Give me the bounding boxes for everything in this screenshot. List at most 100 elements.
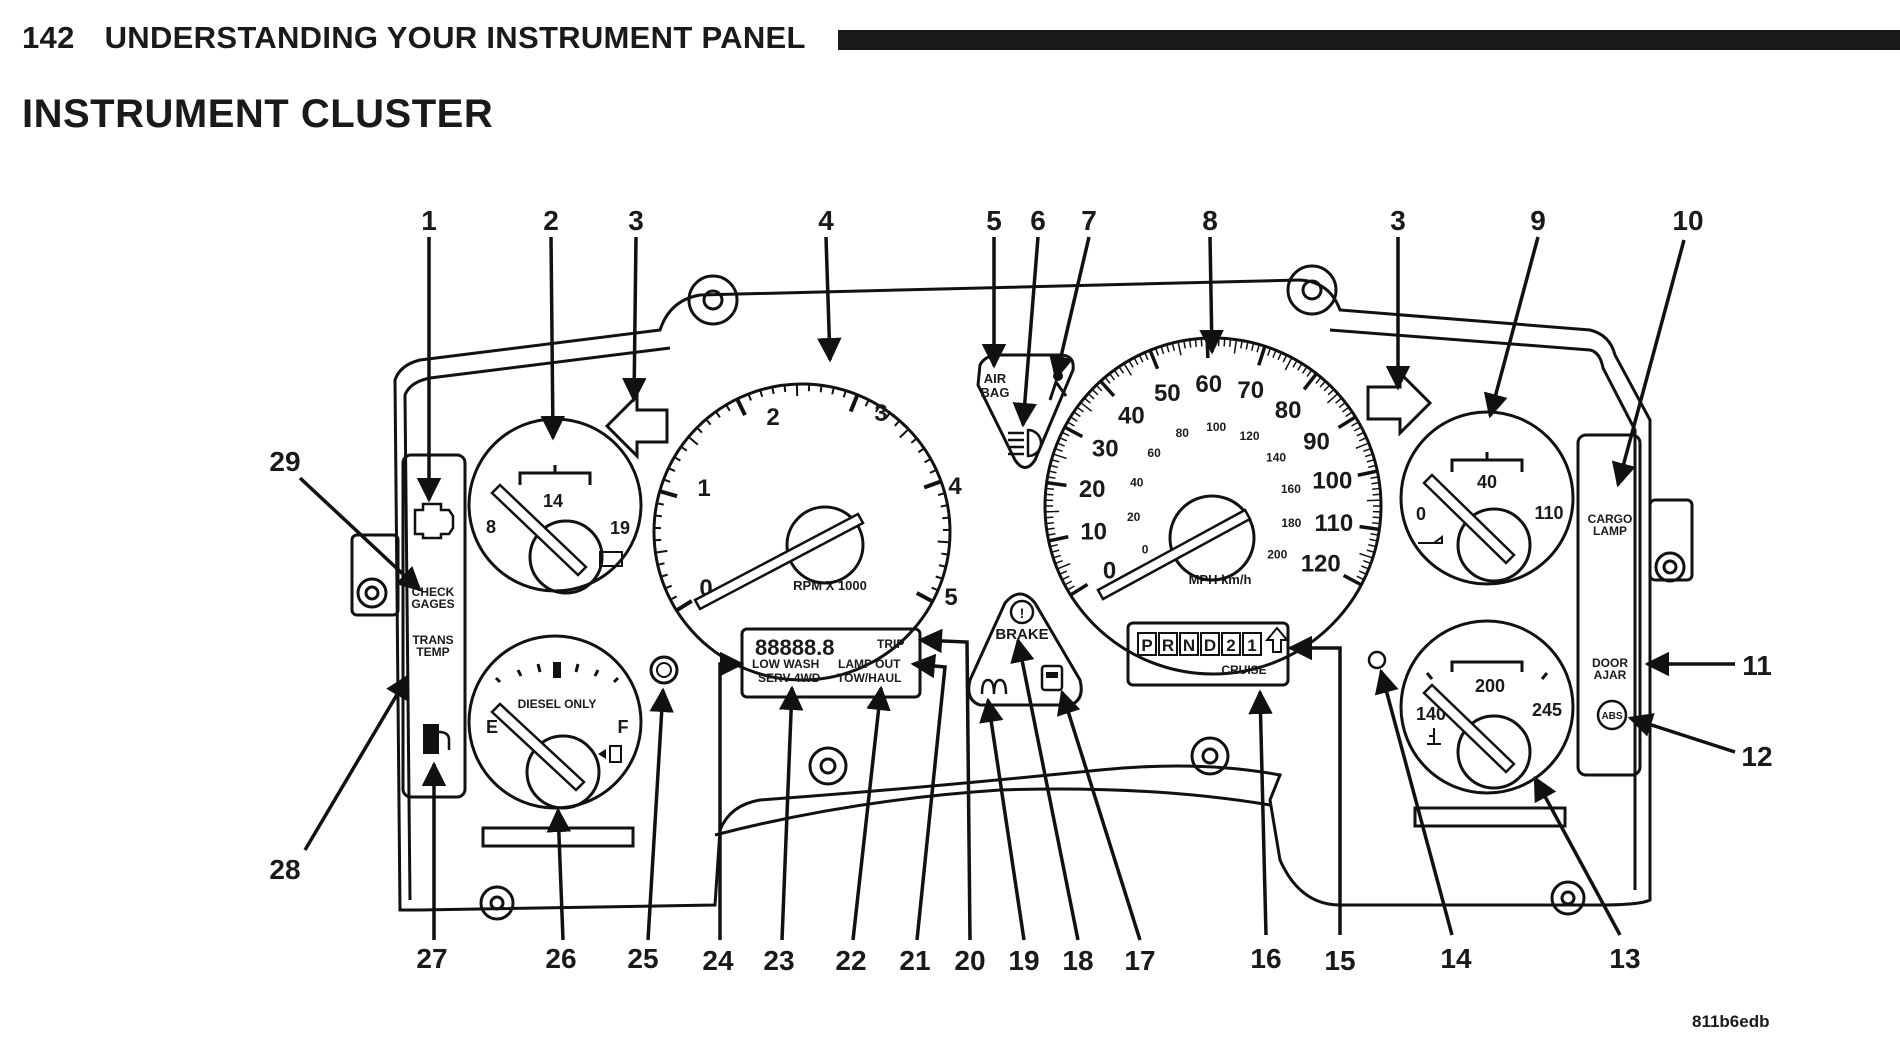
- kmh-label: 180: [1281, 516, 1301, 530]
- tach-tick: [747, 393, 752, 401]
- callout-18: 18: [1062, 945, 1093, 976]
- leader-line-2: [540, 236, 566, 441]
- speed-tick: [1099, 379, 1116, 398]
- fuel-gauge: DIESEL ONLY E F: [467, 634, 643, 810]
- callout-22: 22: [835, 945, 866, 976]
- speed-tick: [1045, 487, 1054, 491]
- upshift-arrow-icon: [1264, 626, 1290, 653]
- callout-10: 10: [1672, 205, 1703, 236]
- speed-tick: [1319, 380, 1326, 388]
- speed-tick: [1171, 342, 1176, 351]
- speed-tick: [1047, 533, 1056, 536]
- speed-tick: [1083, 397, 1091, 404]
- tach-tick-label: 2: [766, 404, 779, 431]
- speed-tick: [1133, 357, 1139, 366]
- callout-16: 16: [1250, 943, 1281, 974]
- svg-text:!: !: [1020, 605, 1025, 621]
- gear-label: 2: [1226, 636, 1235, 655]
- speed-tick: [1327, 388, 1335, 396]
- kmh-label: 80: [1176, 426, 1190, 440]
- tach-tick: [940, 504, 948, 508]
- speed-tick: [1372, 516, 1381, 519]
- tach-tick-label: 1: [697, 475, 710, 502]
- leader-line-23: [778, 685, 804, 941]
- check-gages-label-1: CHECK: [412, 585, 455, 599]
- leader-line-26: [546, 807, 572, 941]
- odometer-window: 88888.8 TRIP LOW WASH LAMP OUT SERV 4WD …: [740, 627, 922, 699]
- speed-tick: [1369, 538, 1378, 542]
- speed-tick: [1359, 552, 1374, 559]
- speed-tick: [1200, 338, 1203, 347]
- tach-tick: [725, 404, 731, 412]
- callout-3: 3: [628, 205, 644, 236]
- kmh-label: 60: [1147, 446, 1161, 460]
- cruise-label: CRUISE: [1221, 663, 1266, 677]
- speed-tick: [1165, 344, 1170, 353]
- leader-line-16: [1248, 689, 1273, 936]
- speed-tick: [1154, 347, 1159, 356]
- mph-label: 70: [1237, 377, 1264, 404]
- tach-tick: [923, 479, 942, 490]
- tach-tick: [771, 386, 775, 395]
- speed-tick: [1361, 565, 1370, 570]
- tach-tick: [915, 591, 934, 604]
- speed-tick: [1292, 360, 1298, 368]
- speed-tick: [1063, 425, 1084, 439]
- speed-tick: [1056, 562, 1071, 570]
- speed-tick: [1051, 458, 1060, 463]
- callout-4: 4: [818, 205, 834, 236]
- speed-tick: [1372, 487, 1381, 491]
- speed-tick: [1357, 469, 1378, 477]
- speed-tick: [1372, 521, 1381, 525]
- speed-tick: [1326, 393, 1339, 404]
- oil-can-icon: [1418, 535, 1443, 544]
- speed-tick: [1067, 585, 1075, 591]
- gear-box: [1200, 632, 1220, 656]
- mph-label: 100: [1312, 468, 1352, 495]
- brake-pod: ! BRAKE: [967, 592, 1083, 707]
- speed-tick: [1045, 516, 1054, 519]
- oil-pressure-gauge: 0 40 110: [1399, 410, 1575, 586]
- tach-tick: [924, 458, 932, 464]
- tach-tick: [705, 418, 712, 426]
- speed-tick: [1104, 376, 1111, 384]
- leader-line-20: [917, 628, 972, 941]
- speed-tick: [1372, 493, 1381, 496]
- leader-line-14: [1374, 668, 1454, 936]
- section-title: UNDERSTANDING YOUR INSTRUMENT PANEL: [104, 20, 806, 55]
- speed-tick: [1355, 442, 1370, 450]
- speed-tick: [1138, 354, 1144, 363]
- speed-tick: [1366, 549, 1375, 554]
- speed-tick: [1223, 338, 1226, 347]
- tach-tick: [664, 584, 673, 590]
- mph-label: 90: [1303, 428, 1330, 455]
- callout-6: 6: [1030, 205, 1046, 236]
- tach-tick: [831, 387, 835, 395]
- tach-tick: [910, 437, 918, 444]
- speed-tick: [1177, 341, 1182, 356]
- fuel-pump-icon: [423, 724, 451, 754]
- speed-tick: [1061, 431, 1070, 437]
- callout-3: 3: [1390, 205, 1406, 236]
- fuel-empty: E: [486, 717, 498, 737]
- water-in-fuel-icon: [1040, 664, 1064, 692]
- callout-8: 8: [1202, 205, 1218, 236]
- tach-tick: [735, 398, 747, 417]
- check-gages-label-2: GAGES: [411, 597, 454, 611]
- voltmeter-gauge: 8 14 19: [467, 417, 643, 595]
- abs-label: ABS: [1601, 711, 1622, 722]
- speed-tick: [1250, 342, 1255, 351]
- tach-tick: [937, 540, 950, 544]
- speed-tick: [1257, 345, 1267, 366]
- abs-icon: [1596, 699, 1628, 731]
- tach-tick: [680, 445, 688, 452]
- leader-line-17: [1056, 689, 1142, 941]
- air-bag-label-2: BAG: [981, 385, 1010, 400]
- kmh-label: 100: [1206, 420, 1226, 434]
- tach-tick: [938, 564, 947, 568]
- speed-tick: [1048, 535, 1069, 543]
- speed-tick: [1118, 366, 1125, 374]
- speed-tick: [1301, 366, 1308, 374]
- leader-line-18: [1010, 637, 1080, 941]
